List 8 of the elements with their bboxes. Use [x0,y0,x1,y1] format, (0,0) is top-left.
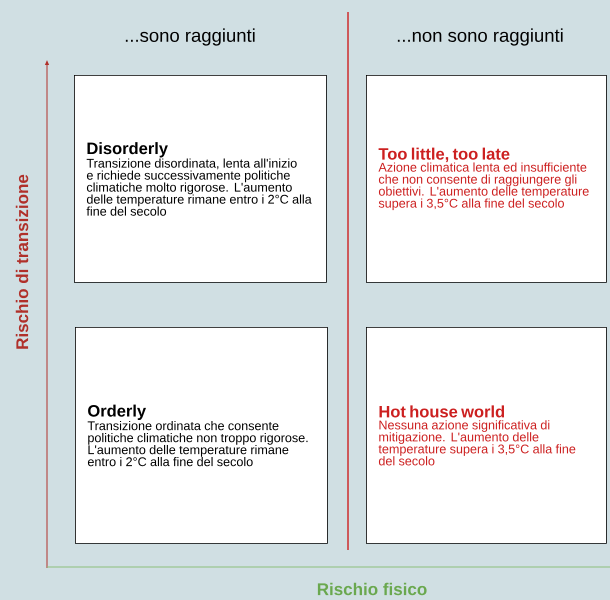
scenario-box: Too little, too late Azione climatica lenta ed insufficiente che non consente di raggiungere gli obiettivi. L'aumento delle temperature supera i 3,5°C alla fine del secolo [366,75,607,283]
scenario-box: Disorderly Transizione disordinata, lenta all'inizio e richiede successivamente politiche climatiche molto rigorose. L'aumento delle temperature rimane entro i 2°C alla fine del secolo [74,75,327,283]
scenario-box: Hot house world Nessuna azione significativa di mitigazione. L'aumento delle temperature supera i 3,5°C alla fine del secolo [366,327,607,544]
column-heading: ...non sono raggiunti [398,28,563,46]
column-heading: ...sono raggiunti [126,28,255,46]
axis-label: Rischio fisico [318,582,427,596]
axis-label: Rischio di transizione [16,174,28,349]
scenario-box: Orderly Transizione ordinata che consente politiche climatiche non troppo rigorose. L'aumento delle temperature rimane entro i 2°C alla fine del secolo [75,327,328,544]
